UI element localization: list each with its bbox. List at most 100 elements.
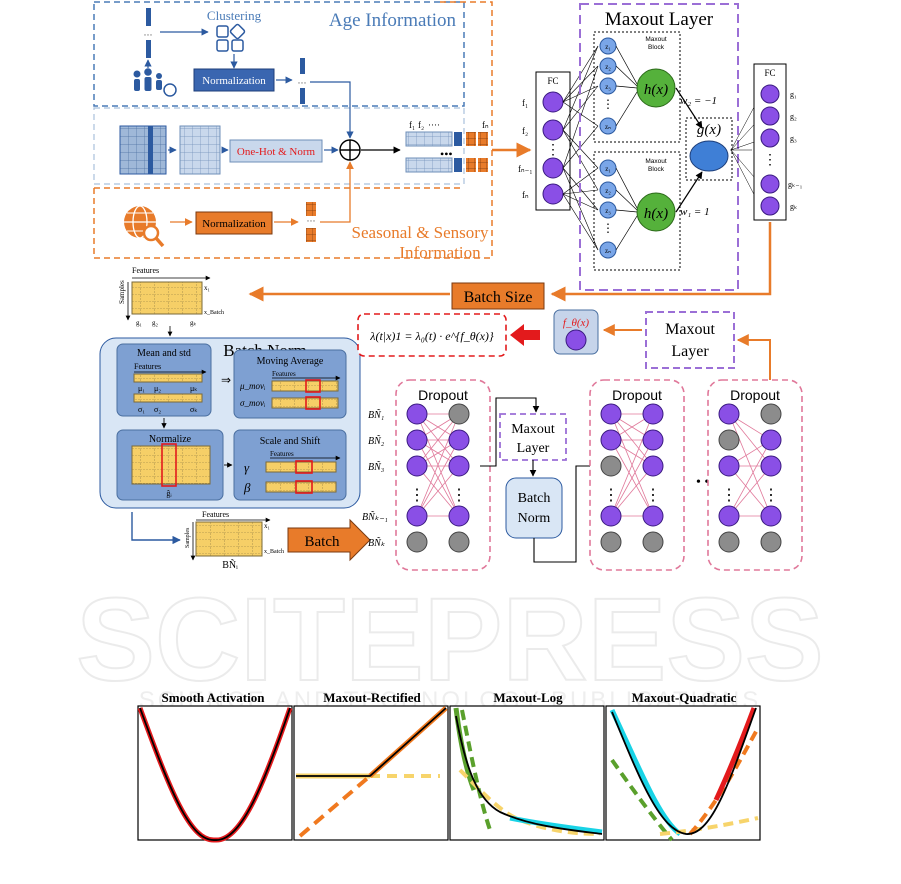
batch-size-box bbox=[451, 282, 545, 310]
fc-right-label-1: g₁ bbox=[790, 90, 797, 99]
h-node-2-label: h(x) bbox=[644, 206, 668, 222]
batch-arrow-label: Batch bbox=[305, 534, 340, 550]
globe-search-icon bbox=[124, 205, 165, 248]
dropout-2: Dropout ⋮ ⋮ bbox=[589, 379, 685, 571]
maxout-block-2-zn: zₙ bbox=[605, 247, 611, 255]
svg-text:⋮: ⋮ bbox=[763, 153, 777, 168]
mean-std-features: Features bbox=[134, 362, 161, 371]
age-vector: ··· bbox=[144, 8, 153, 58]
onehot-norm-label: One-Hot & Norm bbox=[237, 146, 316, 158]
svg-text:⋮: ⋮ bbox=[451, 487, 467, 504]
mean-std-title: Mean and std bbox=[137, 348, 191, 359]
maxout-block-2-nodes: ⋮ bbox=[599, 159, 617, 259]
g-label: g(x) bbox=[697, 122, 721, 138]
dropout-2-label: Dropout bbox=[612, 387, 662, 403]
sigma-1: σ₁ bbox=[138, 405, 145, 414]
mu-1: μ₁ bbox=[138, 384, 145, 393]
batch-arrow: Batch bbox=[287, 518, 371, 562]
batch-size-label: Batch Size bbox=[464, 289, 533, 306]
gamma-label: γ bbox=[244, 460, 250, 475]
sigma-k: σₖ bbox=[190, 405, 198, 414]
f-theta-label: f_θ(x) bbox=[563, 317, 590, 329]
fc-right: FC ⋮ g₁ g₂ g₃ gₖ₋₁ gₖ bbox=[753, 63, 803, 221]
maxout-block-1-z3: z₃ bbox=[605, 83, 611, 91]
clustering-label: Clustering bbox=[207, 8, 262, 23]
fc-left-label-1: f₁ bbox=[522, 98, 528, 108]
feat-top-x1: x₁ bbox=[204, 284, 210, 292]
fc-left: FC ⋮ f₁ f₂ fₙ₋₁ fₙ bbox=[518, 71, 571, 211]
g-node bbox=[689, 140, 729, 172]
implies-symbol: ⇒ bbox=[221, 373, 231, 387]
svg-text:⋮: ⋮ bbox=[602, 97, 614, 111]
bn-out-features: Features bbox=[202, 510, 229, 519]
batch-norm-box-mid bbox=[505, 477, 563, 539]
h-node-1-label: h(x) bbox=[644, 82, 668, 98]
seasonal-panel: Seasonal & Sensory Information Normaliza… bbox=[93, 1, 493, 262]
seasonal-normalization-label: Normalization bbox=[202, 218, 266, 230]
concat-dots: ···· bbox=[428, 120, 440, 130]
plot3-green-dashed bbox=[460, 709, 492, 831]
bn-label-1: BÑ₁ bbox=[368, 409, 384, 421]
feat-top-xbatch: x_Batch bbox=[204, 310, 224, 316]
maxout-right-line2: Layer bbox=[671, 343, 709, 360]
hazard-formula: λ(t|x)1 = λ₀(t) · e^{f_θ(x)} bbox=[369, 329, 494, 343]
bn-out-samples: Samples bbox=[185, 527, 191, 548]
onehot-grid bbox=[179, 125, 221, 175]
svg-text:⋮: ⋮ bbox=[645, 487, 661, 504]
mu-2: μ₂ bbox=[154, 384, 161, 393]
maxout-layer-box-right bbox=[645, 311, 735, 369]
fc-left-node-2 bbox=[542, 119, 564, 141]
feat-top-gk: gₖ bbox=[190, 319, 197, 327]
age-panel-border bbox=[93, 1, 465, 107]
hazard-arrow bbox=[510, 324, 540, 346]
concat-f2: f₂ bbox=[418, 120, 424, 130]
maxout-layer-box-mid bbox=[499, 413, 567, 461]
dropout-3: Dropout ⋮ ⋮ bbox=[707, 379, 803, 571]
watermark: SCITEPRESS SCIENCE AND TECHNOLOGY PUBLIC… bbox=[75, 573, 825, 714]
concat-operator bbox=[339, 139, 361, 161]
batchnorm-mid-line2: Norm bbox=[518, 511, 551, 526]
plot-title-1: Smooth Activation bbox=[162, 690, 266, 705]
plot2-orange-dashed bbox=[298, 774, 372, 838]
sigma-mov-label: σ_movᵢ bbox=[240, 398, 266, 408]
fc-right-node-1 bbox=[760, 84, 780, 104]
maxout-block-2-z1: z₁ bbox=[605, 165, 611, 173]
age-panel-title: Age Information bbox=[329, 10, 457, 31]
maxout-block-1-z1: z₁ bbox=[605, 43, 611, 51]
fc-left-node-1 bbox=[542, 91, 564, 113]
maxout-block-1-label-1: Maxout bbox=[645, 36, 667, 43]
maxout-block-2-z2: z₂ bbox=[605, 187, 611, 195]
plot-rectified bbox=[293, 705, 449, 841]
bn-out-label: BÑᵢ bbox=[222, 559, 238, 571]
plot1-black-curve bbox=[139, 707, 291, 841]
fc-right-node-3 bbox=[760, 128, 780, 148]
plot4-yellow-dashed bbox=[659, 816, 759, 836]
age-information-panel: Age Information ··· Clustering Normaliza… bbox=[93, 1, 465, 185]
normalize-title: Normalize bbox=[149, 434, 192, 445]
onehot-panel-border bbox=[93, 107, 465, 185]
onehot-norm-box bbox=[229, 139, 323, 163]
plot-smooth bbox=[137, 705, 293, 843]
maxout-mid-line1: Maxout bbox=[511, 422, 555, 437]
h-node-1 bbox=[636, 68, 676, 108]
fc-left-node-3 bbox=[542, 157, 564, 179]
scale-shift-features: Features bbox=[270, 450, 294, 458]
moving-average-title: Moving Average bbox=[257, 356, 324, 367]
age-normalization-label: Normalization bbox=[202, 75, 266, 87]
maxout-block-1-zn: zₙ bbox=[605, 123, 611, 131]
fc-right-label-5: gₖ bbox=[790, 202, 797, 211]
maxout-block-1 bbox=[593, 31, 681, 143]
maxout-right-line1: Maxout bbox=[665, 321, 715, 338]
batch-norm-output-matrix: Features Samples x₁ x_Batch BÑᵢ bbox=[185, 510, 284, 571]
hazard-box bbox=[357, 313, 507, 357]
fc-right-title: FC bbox=[764, 68, 775, 78]
plot-log bbox=[449, 705, 605, 841]
concatenated-features: f₁ f₂ ···· fₙ ••• bbox=[405, 120, 489, 173]
scale-shift-title: Scale and Shift bbox=[260, 436, 321, 447]
fc-right-node-2 bbox=[760, 106, 780, 126]
plot4-black-curve bbox=[611, 707, 757, 835]
svg-text:···: ··· bbox=[144, 30, 153, 40]
dropout-3-label: Dropout bbox=[730, 387, 780, 403]
maxout-block-1-label-2: Block bbox=[648, 44, 665, 51]
